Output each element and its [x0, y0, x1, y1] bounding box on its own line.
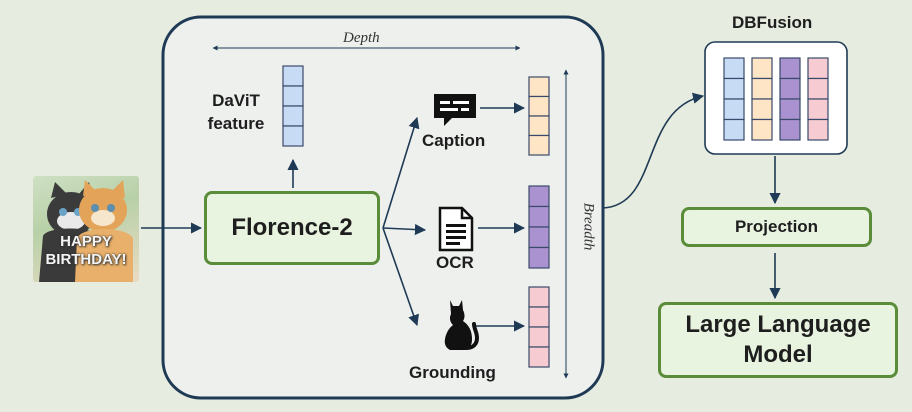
ocr-token-stack-cell: [528, 205, 550, 228]
dbfusion-column-3-cell: [779, 77, 801, 100]
davit-label-line-1: DaViT: [212, 91, 260, 110]
photo-caption-line-1: HAPPY: [60, 233, 112, 250]
breadth-label: Breadth: [580, 202, 597, 251]
florence-2-label: Florence-2: [231, 214, 353, 241]
fusion-curve-arrow: [602, 92, 705, 209]
dbfusion-column-2-cell: [751, 57, 773, 80]
dbfusion-column-3-cell: [779, 98, 801, 121]
davit-token-stack-cell: [282, 105, 304, 127]
caption-token-stack: [528, 76, 550, 156]
dbfusion-column-3: [779, 57, 801, 141]
document-icon: [438, 206, 474, 252]
grounding-token-stack-cell: [528, 326, 550, 348]
ocr-token-stack: [528, 185, 550, 269]
grounding-token-stack: [528, 286, 550, 368]
llm-label-line-2: Model: [743, 341, 813, 368]
davit-label-line-2: feature: [207, 114, 265, 133]
ocr-branch-arrow: [382, 223, 427, 236]
grounding-token-stack-cell: [528, 346, 550, 368]
caption-label: Caption: [422, 131, 486, 150]
projection-label: Projection: [734, 217, 819, 236]
davit-token-stack-cell: [282, 65, 304, 87]
ocr-token-stack-cell: [528, 226, 550, 249]
dbfusion-column-3-cell: [779, 57, 801, 80]
dbfusion-column-1-cell: [723, 77, 745, 100]
dbfusion-column-2-cell: [751, 77, 773, 100]
projection-box: Projection: [681, 207, 872, 247]
llm-label-line-1: Large Language: [685, 311, 871, 338]
dbfusion-column-4-cell: [807, 77, 829, 100]
grounding-token-stack-cell: [528, 306, 550, 328]
davit-token-stack: [282, 65, 304, 147]
dbfusion-column-4: [807, 57, 829, 141]
caption-icon: [434, 94, 476, 126]
caption-token-stack-cell: [528, 76, 550, 98]
florence-2-box: Florence-2: [204, 191, 380, 265]
grounding-label: Grounding: [409, 363, 496, 382]
llm-box: Large Language Model: [658, 302, 898, 378]
dbfusion-column-1-cell: [723, 118, 745, 141]
caption-branch-arrow: [382, 116, 420, 229]
photo-caption-line-2: BIRTHDAY!: [45, 251, 127, 268]
ocr-token-stack-cell: [528, 246, 550, 269]
dbfusion-column-1-cell: [723, 98, 745, 121]
dbfusion-column-2: [751, 57, 773, 141]
davit-token-stack-cell: [282, 125, 304, 147]
grounding-token-stack-cell: [528, 286, 550, 308]
ocr-label: OCR: [436, 253, 474, 272]
dbfusion-title: DBFusion: [732, 13, 813, 32]
dbfusion-column-4-cell: [807, 98, 829, 121]
dbfusion-column-4-cell: [807, 57, 829, 80]
davit-token-stack-cell: [282, 85, 304, 107]
caption-token-stack-cell: [528, 134, 550, 156]
ocr-token-stack-cell: [528, 185, 550, 208]
dbfusion-column-4-cell: [807, 118, 829, 141]
cat-icon: [444, 300, 480, 350]
grounding-branch-arrow: [382, 227, 419, 327]
input-image: HAPPY BIRTHDAY!: [33, 176, 139, 282]
caption-token-stack-cell: [528, 95, 550, 117]
dbfusion-column-3-cell: [779, 118, 801, 141]
dbfusion-column-1-cell: [723, 57, 745, 80]
depth-label: Depth: [343, 30, 380, 46]
dbfusion-column-2-cell: [751, 118, 773, 141]
kittens-illustration: [39, 180, 133, 282]
dbfusion-column-2-cell: [751, 98, 773, 121]
dbfusion-column-1: [723, 57, 745, 141]
caption-token-stack-cell: [528, 115, 550, 137]
